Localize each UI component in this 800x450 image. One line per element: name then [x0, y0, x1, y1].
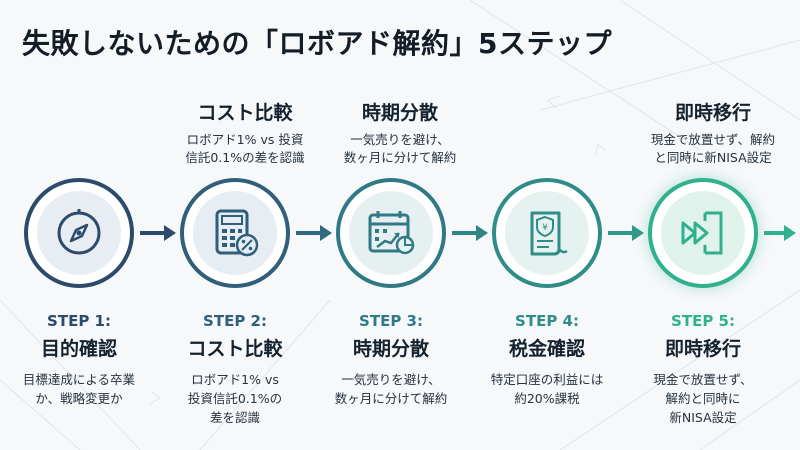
step-number: STEP 2:: [203, 312, 267, 330]
step-line: 目標達成による卒業: [22, 372, 136, 387]
top-callout-line: 数ヶ月に分けて解約: [343, 150, 457, 165]
step-line: 特定口座の利益には: [490, 372, 604, 387]
step-arrow-2: [296, 225, 332, 241]
top-callout-line: と同時に新NISA設定: [654, 150, 772, 165]
top-callout-heading: 即時移行: [674, 102, 751, 124]
step-arrow-4: [608, 225, 644, 241]
svg-text:¥: ¥: [542, 223, 548, 233]
step-number: STEP 5:: [671, 312, 735, 330]
tax-receipt-icon: ¥: [530, 211, 568, 256]
step-line: 新NISA設定: [669, 410, 737, 425]
step-heading: 時期分散: [352, 338, 429, 360]
step-2-circle: [180, 178, 290, 288]
top-callout-line: 一気売りを避け、: [350, 132, 450, 147]
top-callout-timing: 時期分散 一気売りを避け、 数ヶ月に分けて解約: [315, 98, 485, 167]
step-3-block: STEP 3: 時期分散 一気売りを避け、 数ヶ月に分けて解約: [316, 312, 466, 408]
top-callout-heading: コスト比較: [197, 102, 293, 124]
step-heading: 即時移行: [664, 338, 741, 360]
step-line: 約20%課税: [514, 391, 580, 406]
page-title: 失敗しないための「ロボアド解約」5ステップ: [22, 27, 612, 60]
step-heading: 目的確認: [40, 338, 117, 360]
step-3-circle: [336, 178, 446, 288]
step-number: STEP 1:: [47, 312, 111, 330]
step-5-circle: [648, 178, 758, 288]
step-line: か、戦略変更か: [35, 391, 123, 406]
top-callout-line: 現金で放置せず、解約: [650, 132, 776, 147]
step-line: 解約と同時に: [665, 391, 741, 406]
step-arrow-3: [452, 225, 488, 241]
top-callout-line: 信託0.1%の差を認識: [185, 150, 305, 165]
step-line: 差を認識: [209, 410, 260, 425]
step-2-block: STEP 2: コスト比較 ロボアド1% vs 投資信託0.1%の 差を認識: [160, 312, 310, 427]
step-number: STEP 3:: [359, 312, 423, 330]
step-heading: 税金確認: [508, 338, 585, 360]
calculator-percent-icon: [215, 209, 259, 257]
top-callout-cost: コスト比較 ロボアド1% vs 投資 信託0.1%の差を認識: [160, 98, 330, 167]
step-1-block: STEP 1: 目的確認 目標達成による卒業 か、戦略変更か: [4, 312, 154, 408]
step-4-circle: ¥: [492, 178, 602, 288]
compass-icon: [57, 209, 101, 255]
step-number: STEP 4:: [515, 312, 579, 330]
step-line: 数ヶ月に分けて解約: [334, 391, 448, 406]
step-5-block: STEP 5: 即時移行 現金で放置せず、 解約と同時に 新NISA設定: [628, 312, 778, 427]
step-heading: コスト比較: [187, 338, 283, 360]
top-callout-line: ロボアド1% vs 投資: [186, 132, 304, 147]
step-line: ロボアド1% vs: [191, 372, 279, 387]
step-line: 現金で放置せず、: [653, 372, 753, 387]
step-4-block: STEP 4: 税金確認 特定口座の利益には 約20%課税: [472, 312, 622, 408]
step-line: 一気売りを避け、: [341, 372, 441, 387]
top-callout-transfer: 即時移行 現金で放置せず、解約 と同時に新NISA設定: [628, 98, 798, 167]
step-1-circle: [24, 178, 134, 288]
step-arrow-1: [140, 225, 176, 241]
calendar-chart-icon: [368, 211, 415, 255]
step-arrow-5: [764, 225, 796, 241]
step-line: 投資信託0.1%の: [187, 391, 283, 406]
fast-forward-exit-icon: [681, 211, 723, 255]
top-callout-heading: 時期分散: [361, 102, 438, 124]
